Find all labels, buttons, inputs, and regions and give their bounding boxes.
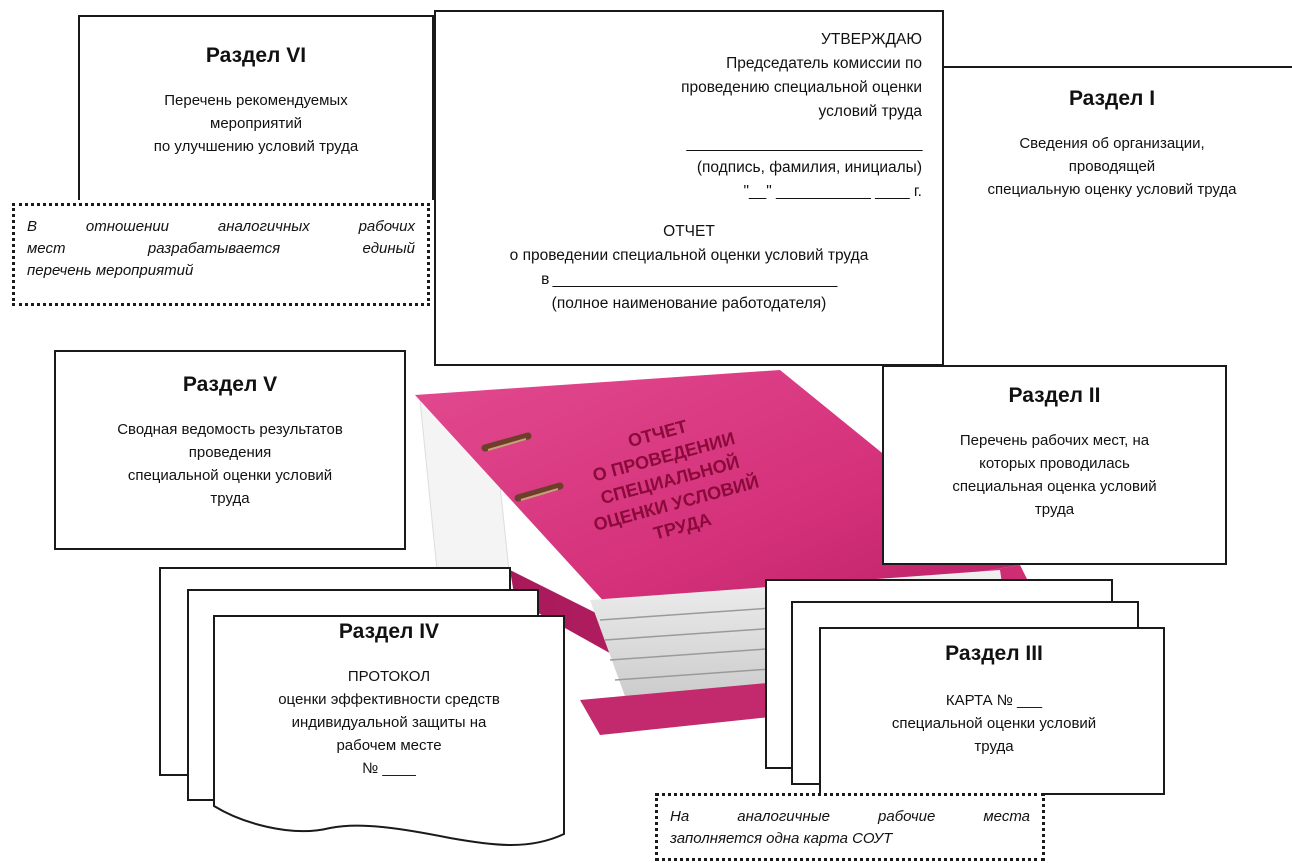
section-5-text: Сводная ведомость результатов проведения… [117, 421, 343, 507]
note-line: перечень мероприятий [27, 262, 194, 279]
section-4-stack-back [159, 567, 565, 846]
section-4-card: Раздел IV ПРОТОКОЛ оценки эффективности … [216, 620, 562, 780]
note-line: заполняется одна карта СОУТ [670, 830, 893, 847]
section-2-card: Раздел II Перечень рабочих мест, на кото… [882, 365, 1227, 565]
note-single-measures-list: В отношении аналогичных рабочих мест раз… [12, 203, 430, 306]
section-6-text: Перечень рекомендуемых мероприятий по ул… [153, 92, 359, 155]
date-line: "__" ___________ ____ г. [743, 183, 922, 200]
section-1-card: Раздел I Сведения об организации, провод… [930, 66, 1292, 254]
section-3-stack-back [765, 579, 1165, 795]
report-title: ОТЧЕТ [663, 223, 715, 240]
section-4-text: ПРОТОКОЛ оценки эффективности средств ин… [278, 668, 500, 777]
section-2-text: Перечень рабочих мест, на которых провод… [952, 432, 1157, 518]
section-4-title: Раздел IV [338, 620, 440, 643]
report-title-page: УТВЕРЖДАЮ Председатель комиссии по прове… [434, 10, 944, 366]
section-3-title: Раздел III [945, 642, 1043, 665]
report-subtitle: о проведении специальной оценки условий … [509, 247, 869, 264]
signature-line: _____________________________ [686, 135, 923, 152]
note-line: На аналогичные рабочие места [670, 808, 1030, 825]
section-1-text: Сведения об организации, проводящей спец… [987, 135, 1237, 198]
section-3-text: КАРТА № ___ специальной оценки условий т… [891, 692, 1097, 755]
employer-caption: (полное наименование работодателя) [551, 295, 827, 312]
signature-caption: (подпись, фамилия, инициалы) [696, 159, 922, 176]
section-5-card: Раздел V Сводная ведомость результатов п… [54, 350, 406, 550]
note-line: В отношении аналогичных рабочих [27, 218, 415, 235]
chairman-label: Председатель комиссии по проведению спец… [681, 55, 922, 120]
section-3-card: Раздел III КАРТА № ___ специальной оценк… [822, 642, 1166, 758]
employer-line: в ___________________________________ [541, 271, 837, 288]
approve-label: УТВЕРЖДАЮ [821, 31, 922, 48]
section-1-title: Раздел I [1068, 87, 1156, 110]
section-6-title: Раздел VI [205, 44, 307, 67]
section-2-title: Раздел II [1008, 384, 1101, 407]
section-6-card: Раздел VI Перечень рекомендуемых меропри… [78, 15, 434, 200]
section-5-title: Раздел V [182, 373, 278, 396]
note-line: мест разрабатывается единый [27, 240, 415, 257]
note-single-card: На аналогичные рабочие места заполняется… [655, 793, 1045, 861]
